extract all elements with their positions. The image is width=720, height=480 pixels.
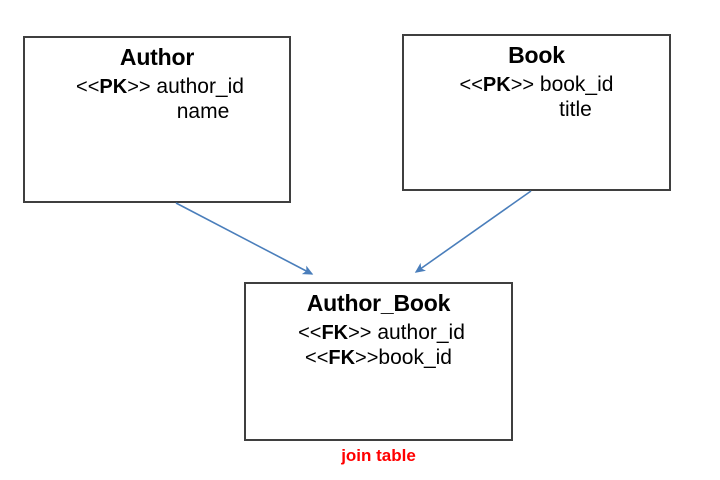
- stereotype-close-bracket: >>: [348, 321, 372, 344]
- attribute-row-name: name: [25, 99, 289, 125]
- attribute-row-fk-author-id: <<FK>> author_id: [246, 320, 511, 346]
- attribute-name: book_id: [378, 346, 452, 370]
- entity-box-book[interactable]: Book <<PK>> book_id title: [402, 34, 671, 191]
- join-table-caption: join table: [341, 446, 416, 465]
- attribute-row-fk-book-id: <<FK>>book_id: [246, 345, 511, 371]
- stereotype-open-bracket: <<: [298, 321, 322, 344]
- stereotype-open-bracket: <<: [76, 75, 100, 98]
- stereotype-fk: <<FK>>: [298, 322, 371, 344]
- attribute-list-author: <<PK>> author_id name: [25, 74, 289, 125]
- attribute-name: author_id: [377, 320, 465, 344]
- stereotype-pk: <<PK>>: [460, 74, 535, 96]
- stereotype-keyword: FK: [328, 347, 356, 370]
- stereotype-keyword: PK: [482, 73, 511, 96]
- attribute-name: name: [176, 100, 230, 124]
- attribute-list-book: <<PK>> book_id title: [404, 72, 669, 123]
- stereotype-close-bracket: >>: [510, 73, 535, 96]
- entity-title-author: Author: [119, 44, 195, 70]
- entity-title-author-book: Author_Book: [306, 290, 451, 316]
- attribute-name: book_id: [539, 72, 614, 96]
- stereotype-pk: <<PK>>: [76, 76, 151, 98]
- stereotype-close-bracket: >>: [127, 75, 151, 98]
- stereotype-fk: <<FK>>: [305, 347, 378, 369]
- stereotype-keyword: PK: [99, 75, 128, 98]
- stereotype-open-bracket: <<: [305, 347, 329, 370]
- relationship-arrow-author-to-join: [175, 202, 314, 275]
- entity-box-author-book[interactable]: Author_Book <<FK>> author_id <<FK>>book_…: [244, 282, 513, 441]
- entity-box-author[interactable]: Author <<PK>> author_id name: [23, 36, 291, 203]
- relationship-arrow-book-to-join: [414, 190, 532, 273]
- attribute-name: title: [559, 98, 592, 122]
- attribute-list-author-book: <<FK>> author_id <<FK>>book_id: [246, 320, 511, 371]
- attribute-row-book-id: <<PK>> book_id: [404, 72, 669, 98]
- attribute-row-author-id: <<PK>> author_id: [25, 74, 289, 100]
- entity-title-book: Book: [508, 42, 565, 68]
- attribute-row-title: title: [404, 97, 669, 123]
- stereotype-open-bracket: <<: [459, 73, 483, 96]
- attribute-name: author_id: [156, 74, 244, 98]
- stereotype-close-bracket: >>: [355, 347, 379, 370]
- stereotype-keyword: FK: [321, 321, 349, 344]
